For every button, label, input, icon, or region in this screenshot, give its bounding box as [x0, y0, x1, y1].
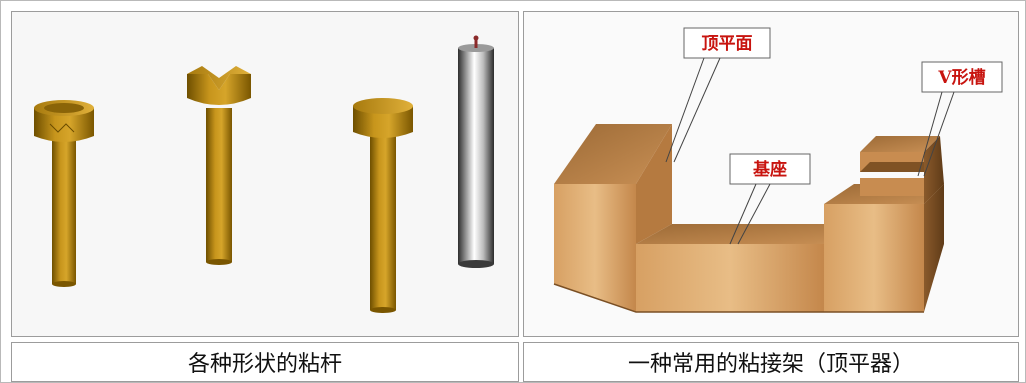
callout-top-face: 顶平面 [665, 27, 771, 163]
svg-text:V形槽: V形槽 [937, 67, 985, 88]
svg-text:基座: 基座 [752, 159, 787, 180]
fixture-illustration-cell: 顶平面 V形槽 基座 [523, 11, 1019, 337]
rods-illustration-cell [11, 11, 519, 337]
svg-text:顶平面: 顶平面 [702, 34, 753, 54]
rod-cup-head [34, 100, 94, 287]
left-caption-cell: 各种形状的粘杆 [11, 342, 519, 382]
callout-base: 基座 [729, 153, 811, 245]
fixture-illustration: 顶平面 V形槽 基座 [553, 27, 1003, 313]
rods-illustration [34, 35, 494, 313]
rod-flat-head [353, 98, 413, 313]
callout-v-groove: V形槽 [917, 61, 1003, 177]
rod-silver [458, 35, 494, 268]
left-caption: 各种形状的粘杆 [187, 352, 342, 377]
rod-v-notch-head [187, 66, 251, 265]
right-caption-cell: 一种常用的粘接架（顶平器） [523, 342, 1019, 382]
right-caption: 一种常用的粘接架（顶平器） [627, 352, 914, 377]
fixture-block [553, 124, 944, 313]
